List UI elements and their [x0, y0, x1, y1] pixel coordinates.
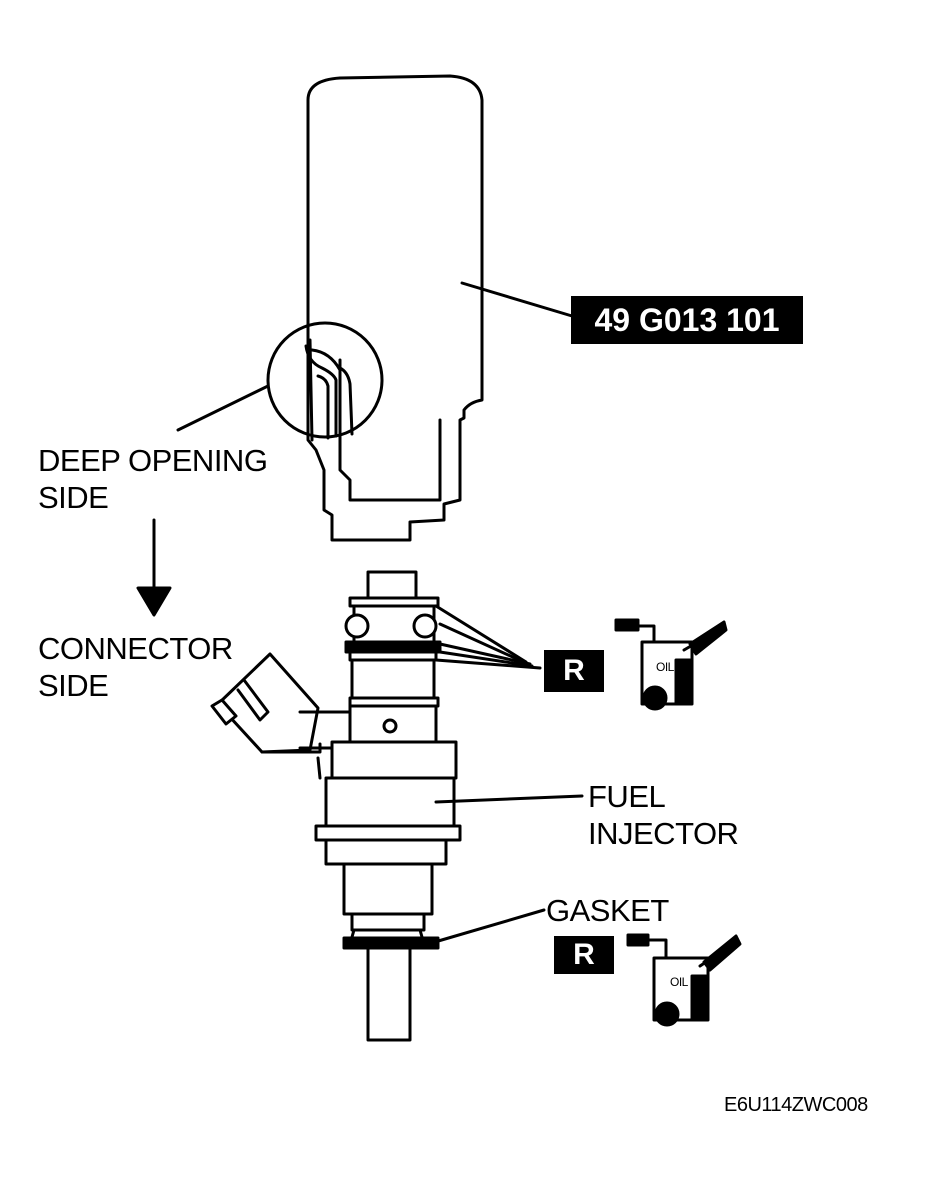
deep-opening-label: DEEP OPENING SIDE: [38, 443, 268, 516]
gasket-leader-line: [426, 908, 546, 946]
injector-top: [344, 570, 442, 746]
replace-mark: R: [544, 650, 604, 692]
figure-code: E6U114ZWC008: [724, 1094, 868, 1116]
injector-body: [314, 740, 462, 932]
tool-number-tag: 49 G013 101: [571, 296, 803, 344]
oil-label: OIL: [656, 660, 674, 674]
oil-can-icon: [626, 933, 742, 1027]
injector-nozzle: [342, 928, 440, 1042]
oil-can-icon: [614, 618, 728, 711]
connector-side-label: CONNECTOR SIDE: [38, 631, 233, 704]
deep-opening-leader-line: [176, 384, 270, 432]
gasket-label: GASKET: [546, 893, 669, 928]
replace-mark: R: [554, 936, 614, 974]
tool-leader-line: [460, 281, 574, 318]
injector-connector: [210, 652, 352, 754]
arrow-down-icon: [136, 518, 172, 617]
fuel-injector-label: FUEL INJECTOR: [588, 779, 739, 852]
deep-opening-detail-circle: [266, 321, 384, 440]
injector-leader-line: [434, 794, 584, 804]
special-tool: [306, 74, 484, 542]
o-ring-leader-lines: [434, 604, 542, 670]
oil-label: OIL: [670, 975, 688, 989]
